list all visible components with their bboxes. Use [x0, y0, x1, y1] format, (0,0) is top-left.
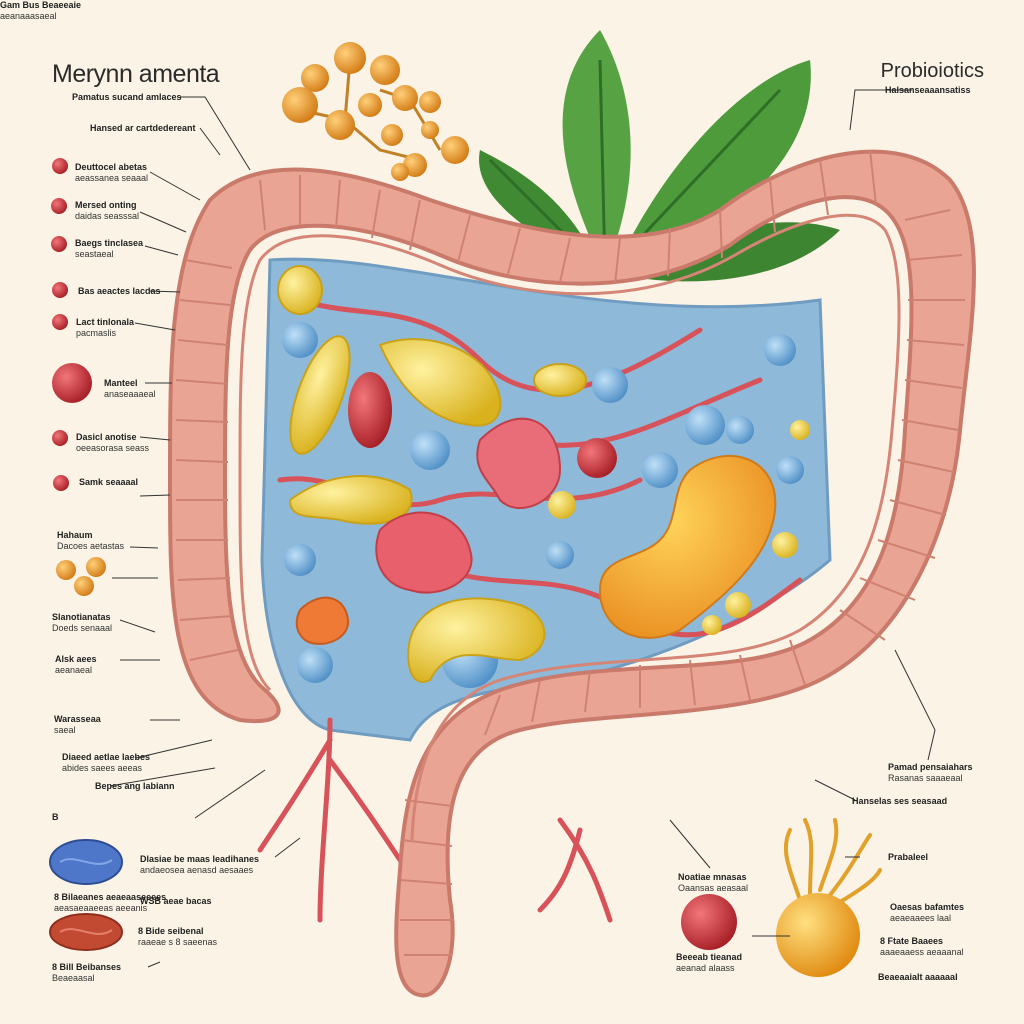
right-label-title: Pamad pensaiahars [888, 762, 973, 772]
right-label-title: Halsanseaaansatiss [885, 85, 971, 95]
left-label-sub: andaeosea aenasd aesaaes [140, 865, 254, 875]
left-label-sub: aeassanea seaaal [75, 173, 149, 183]
right-label: Prabaleel [888, 852, 928, 863]
right-label-title: Beaeaaialt aaaaaal [878, 972, 958, 982]
left-label: Hansed ar cartdedereant [90, 123, 196, 134]
left-label-title: Bas aeactes lacdas [78, 286, 161, 296]
left-label-sub: Dacoes aetastas [57, 541, 125, 551]
left-label-sub: raaeae s 8 saeenas [138, 937, 218, 947]
right-label: Beaeaaialt aaaaaal [878, 972, 958, 983]
right-label: Halsanseaaansatiss [885, 85, 971, 96]
right-label-title: Oaesas bafamtes [890, 902, 965, 912]
left-label-title: B [52, 812, 59, 822]
legend-icons [49, 839, 737, 951]
left-label-sub: oeeasorasa seass [76, 443, 150, 453]
right-label-sub: aeanad alaass [676, 963, 735, 973]
left-label-sub: abides saees aeeas [62, 763, 143, 773]
left-label-title: Alsk aees [55, 654, 97, 664]
leader-lines [109, 89, 936, 968]
yellow-bacteria [277, 265, 810, 683]
right-label-title: Noatiae mnasas [678, 872, 747, 882]
right-label-sub: Oaansas aeasaal [678, 883, 749, 893]
left-label-title: Pamatus sucand amlaces [72, 92, 182, 102]
diagram-title-left: Merynn amenta [52, 60, 220, 88]
left-label-title: Manteel [104, 378, 138, 388]
right-label-sub: Rasanas saaaeaal [888, 773, 963, 783]
left-label-title: Hahaum [57, 530, 93, 540]
right-label-title: Hanselas ses seasaad [852, 796, 948, 806]
left-label-title: Lact tinlonala [76, 317, 135, 327]
left-label: Samk seaaaal [79, 477, 138, 488]
left-label-sub: seastaeal [75, 249, 114, 259]
left-label: Bas aeactes lacdas [78, 286, 161, 297]
left-label-title: Warasseaa [54, 714, 101, 724]
left-label-sub: daidas seasssal [75, 211, 140, 221]
left-label-sub: aeanaeal [55, 665, 93, 675]
right-label: Hanselas ses seasaad [852, 796, 947, 807]
left-label-title: Gam Bus Beaeeaie [0, 0, 82, 10]
right-label-title: Beeeab tieanad [676, 952, 743, 962]
left-label-sub: Beaeaasal [52, 973, 95, 983]
orange-bacterium [598, 454, 777, 639]
left-label-title: 8 Bill Beibanses [52, 962, 122, 972]
right-label-sub: aaaeaaess aeaaanal [880, 947, 964, 957]
left-label-title: Mersed onting [75, 200, 137, 210]
left-label-sub: Doeds senaaal [52, 623, 113, 633]
left-label-sub: aeasaeaaeeas aeeanis [54, 903, 148, 913]
left-label-title: Samk seaaaal [79, 477, 139, 487]
left-label-title: Bepes ang labiann [95, 781, 175, 791]
right-label-sub: aeaeaaees laal [890, 913, 952, 923]
left-label-title: WSB aeae bacas [140, 896, 212, 906]
right-label-title: Prabaleel [888, 852, 929, 862]
left-label-sub: anaseaaaeal [104, 389, 156, 399]
diagram-title-right: Probioiotics [880, 60, 984, 82]
left-label-title: Hansed ar cartdedereant [90, 123, 196, 133]
red-cells [295, 372, 617, 645]
probiotic-organism [776, 818, 882, 977]
left-label-title: Dlasiae be maas leadihanes [140, 854, 260, 864]
left-label-title: Baegs tinclasea [75, 238, 144, 248]
left-label-title: Dasicl anotise [76, 432, 137, 442]
left-label: Pamatus sucand amlaces [72, 92, 182, 103]
left-label-sub: aeanaaasaeal [0, 11, 57, 21]
left-label-sub: saeal [54, 725, 76, 735]
right-label-title: 8 Ftate Baaees [880, 936, 944, 946]
left-label-title: 8 Bilaeanes aeaeaaseeees [54, 892, 167, 902]
left-label-sub: pacmaslis [76, 328, 117, 338]
left-label-title: Diaeed aetlae laebes [62, 752, 151, 762]
left-label: B [52, 812, 59, 823]
bullet-dots [51, 158, 106, 596]
left-label: Bepes ang labiann [95, 781, 175, 792]
left-label-title: Deuttocel abetas [75, 162, 148, 172]
large-intestine [167, 149, 976, 998]
left-label-title: Slanotianatas [52, 612, 111, 622]
berry-cluster [282, 42, 469, 181]
left-label-title: 8 Bide seibenal [138, 926, 204, 936]
left-label: WSB aeae bacas [140, 896, 212, 907]
